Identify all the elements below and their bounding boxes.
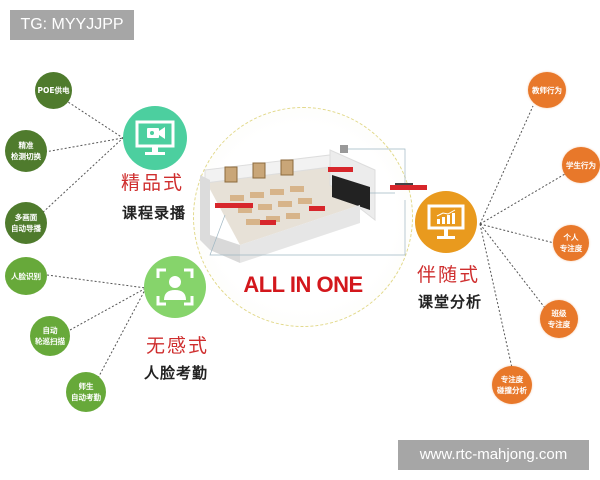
attendance-hub (144, 256, 206, 318)
feature-focus-collision-analysis: 专注度 碰撞分析 (492, 366, 532, 404)
analysis-title-black: 课堂分析 (418, 293, 483, 311)
watermark-bottom-right: www.rtc-mahjong.com (398, 440, 589, 470)
feature-poe-power: POE供电 (35, 72, 72, 109)
feature-individual-focus: 个人 专注度 (553, 225, 589, 261)
device-label (328, 167, 353, 172)
attendance-title-black: 人脸考勤 (144, 364, 209, 382)
presentation-chart-icon (427, 204, 465, 239)
feature-auto-patrol-scan: 自动 轮巡扫描 (30, 316, 70, 356)
all-in-one-title: ALL IN ONE (243, 272, 363, 297)
monitor-camera-icon (135, 120, 175, 155)
recording-title-red: 精品式 (121, 172, 185, 194)
feature-class-focus: 班级 专注度 (540, 300, 578, 338)
watermark-top-left: TG: MYYJJPP (10, 10, 134, 40)
device-label (309, 206, 325, 211)
recording-title-black: 课程录播 (122, 204, 187, 222)
feature-auto-attendance: 师生 自动考勤 (66, 372, 106, 412)
attendance-title-red: 无感式 (146, 335, 210, 357)
feature-multi-screen-auto-directing: 多画面 自动导播 (5, 202, 47, 244)
face-scan-icon (156, 268, 194, 306)
device-label (215, 203, 253, 208)
classroom-illustration (200, 145, 413, 263)
feature-student-behavior: 学生行为 (562, 147, 600, 183)
recording-hub (123, 106, 187, 170)
feature-face-recognition: 人脸识别 (5, 257, 47, 295)
feature-precise-detection-switch: 精准 检测切换 (5, 130, 47, 172)
analysis-title-red: 伴随式 (417, 264, 481, 286)
feature-teacher-behavior: 教师行为 (528, 72, 566, 108)
analysis-hub (415, 191, 477, 253)
device-label (390, 185, 427, 190)
device-label (260, 220, 276, 225)
